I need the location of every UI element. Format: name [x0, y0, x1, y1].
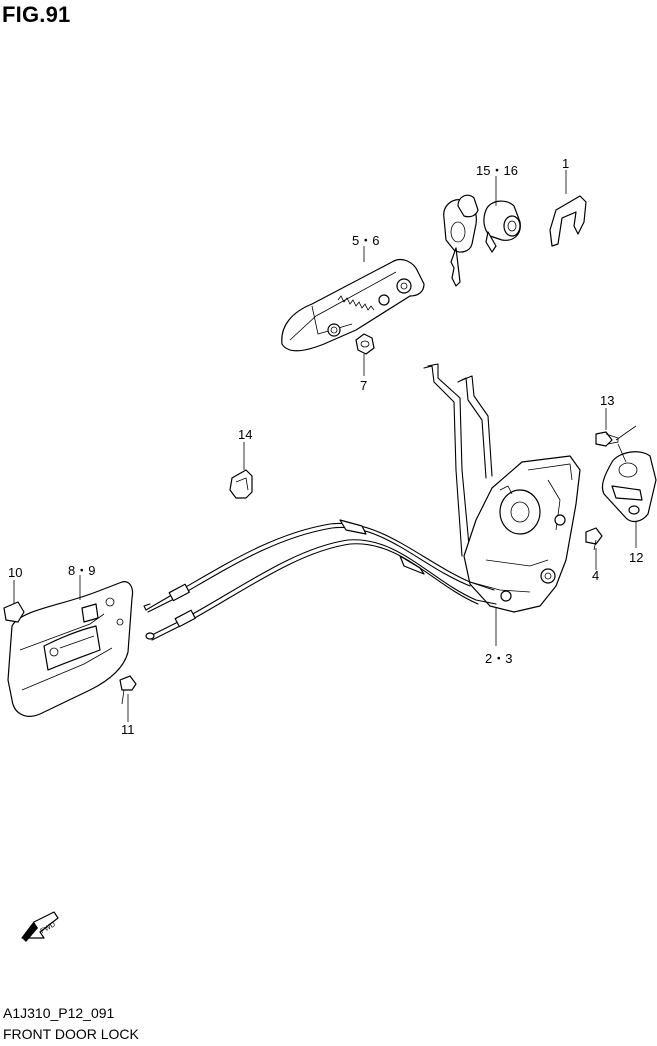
forward-direction-arrow: FWD — [21, 911, 59, 942]
figure-reference-code: A1J310_P12_091 — [3, 1005, 115, 1021]
callout-8-9: 8・9 — [68, 563, 96, 578]
callout-10: 10 — [8, 565, 23, 580]
striker-bolt — [585, 527, 603, 551]
key-and-lock-cylinder — [443, 194, 521, 287]
callout-7: 7 — [360, 378, 368, 393]
cable-clip — [229, 469, 253, 499]
handle-nut — [355, 333, 375, 355]
door-striker — [601, 451, 657, 523]
callout-4: 4 — [592, 568, 600, 583]
callout-14: 14 — [238, 427, 253, 442]
leader-lines — [13, 170, 637, 722]
callout-13: 13 — [600, 393, 615, 408]
figure-title: FIG.91 — [2, 2, 71, 27]
callout-1: 1 — [562, 156, 570, 171]
figure-caption: FRONT DOOR LOCK — [3, 1026, 139, 1042]
striker-screw — [595, 431, 619, 447]
release-cables — [143, 519, 497, 641]
callout-12: 12 — [629, 550, 644, 565]
handle-cap — [3, 601, 25, 623]
callout-2-3: 2・3 — [485, 651, 513, 666]
lock-rods — [423, 363, 493, 557]
callout-15-16: 15・16 — [476, 163, 518, 178]
lock-cylinder-clip — [549, 195, 587, 247]
inside-door-handle — [7, 581, 134, 717]
outside-door-handle — [281, 259, 425, 352]
callout-5-6: 5・6 — [352, 233, 380, 248]
handle-screw — [119, 675, 137, 705]
callout-11: 11 — [121, 722, 135, 737]
door-lock-assembly — [463, 455, 581, 613]
